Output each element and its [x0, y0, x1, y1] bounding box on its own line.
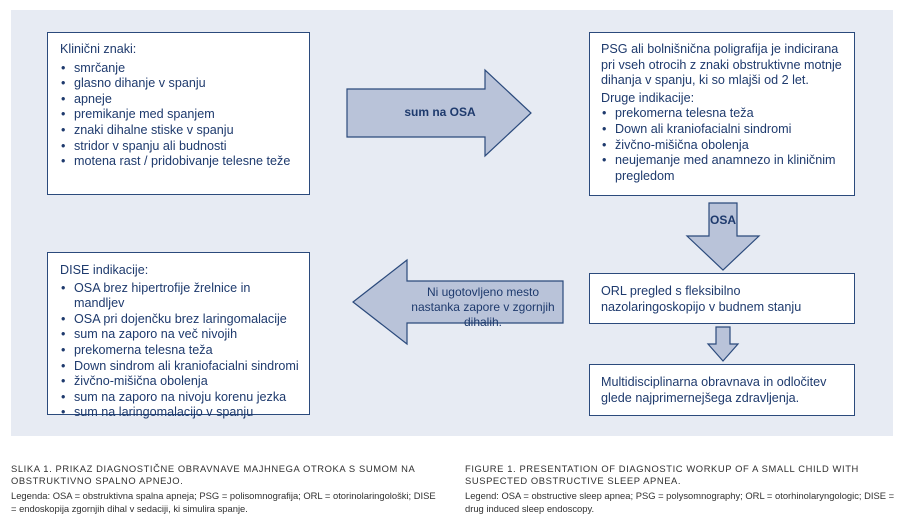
- list-item: znaki dihalne stiske v spanju: [60, 123, 299, 139]
- psg-other-title: Druge indikacije:: [601, 90, 695, 105]
- caption-english-legend: Legend: OSA = obstructive sleep apnea; P…: [465, 490, 895, 514]
- multidisciplinary-text: Multidisciplinarna obravnava in odločite…: [601, 375, 827, 405]
- list-item: OSA pri dojenčku brez laringomalacije: [60, 312, 303, 328]
- list-item: živčno-mišična obolenja: [60, 374, 303, 390]
- box-clinical-signs: Klinični znaki: smrčanje glasno dihanje …: [47, 32, 310, 195]
- box-multidisciplinary: Multidisciplinarna obravnava in odločite…: [589, 364, 855, 416]
- list-item: prekomerna telesna teža: [601, 106, 846, 122]
- list-item: sum na zaporo na nivoju korenu jezka: [60, 390, 303, 406]
- list-item: neujemanje med anamnezo in kliničnim pre…: [601, 153, 846, 184]
- list-item: stridor v spanju ali budnosti: [60, 139, 299, 155]
- list-item: prekomerna telesna teža: [60, 343, 303, 359]
- caption-english-title: FIGURE 1. PRESENTATION OF DIAGNOSTIC WOR…: [465, 463, 859, 487]
- psg-intro-text: PSG ali bolnišnična poligrafija je indic…: [601, 42, 842, 88]
- psg-other-list: prekomerna telesna teža Down ali kraniof…: [601, 106, 846, 184]
- caption-english: FIGURE 1. PRESENTATION OF DIAGNOSTIC WOR…: [465, 463, 897, 515]
- list-item: smrčanje: [60, 61, 299, 77]
- arrow-right-shape: [346, 68, 532, 158]
- box-psg-indications: PSG ali bolnišnična poligrafija je indic…: [589, 32, 855, 196]
- arrow-small-down-shape: [706, 326, 740, 362]
- list-item: Down ali kraniofacialni sindromi: [601, 122, 846, 138]
- dise-list: OSA brez hipertrofije žrelnice in mandlj…: [60, 281, 303, 421]
- list-item: premikanje med spanjem: [60, 107, 299, 123]
- list-item: živčno-mišična obolenja: [601, 138, 846, 154]
- list-item: motena rast / pridobivanje telesne teže: [60, 154, 299, 170]
- box-orl-exam: ORL pregled s fleksibilno nazolaringosko…: [589, 273, 855, 324]
- list-item: OSA brez hipertrofije žrelnice in mandlj…: [60, 281, 303, 312]
- list-item: apneje: [60, 92, 299, 108]
- caption-slovene-legend: Legenda: OSA = obstruktivna spalna apnej…: [11, 490, 436, 514]
- list-item: sum na laringomalacijo v spanju: [60, 405, 303, 421]
- arrow-left-shape: [352, 258, 564, 346]
- list-item: Down sindrom ali kraniofacialni sindromi: [60, 359, 303, 375]
- arrow-right-label: sum na OSA: [404, 105, 476, 119]
- box-dise-indications: DISE indikacije: OSA brez hipertrofije ž…: [47, 252, 310, 421]
- clinical-signs-list: smrčanje glasno dihanje v spanju apneje …: [60, 61, 299, 170]
- caption-slovene: SLIKA 1. PRIKAZ DIAGNOSTIČNE OBRAVNAVE M…: [11, 463, 443, 515]
- list-item: glasno dihanje v spanju: [60, 76, 299, 92]
- arrow-down-label: OSA: [709, 213, 736, 227]
- arrow-down-shape: [685, 202, 761, 271]
- list-item: sum na zaporo na več nivojih: [60, 327, 303, 343]
- clinical-signs-title: Klinični znaki:: [60, 42, 137, 56]
- arrow-left-label: Ni ugotovljeno mesto nastanka zapore v z…: [411, 285, 555, 329]
- caption-slovene-title: SLIKA 1. PRIKAZ DIAGNOSTIČNE OBRAVNAVE M…: [11, 463, 415, 487]
- orl-exam-text: ORL pregled s fleksibilno nazolaringosko…: [601, 284, 802, 314]
- dise-title: DISE indikacije:: [60, 263, 149, 277]
